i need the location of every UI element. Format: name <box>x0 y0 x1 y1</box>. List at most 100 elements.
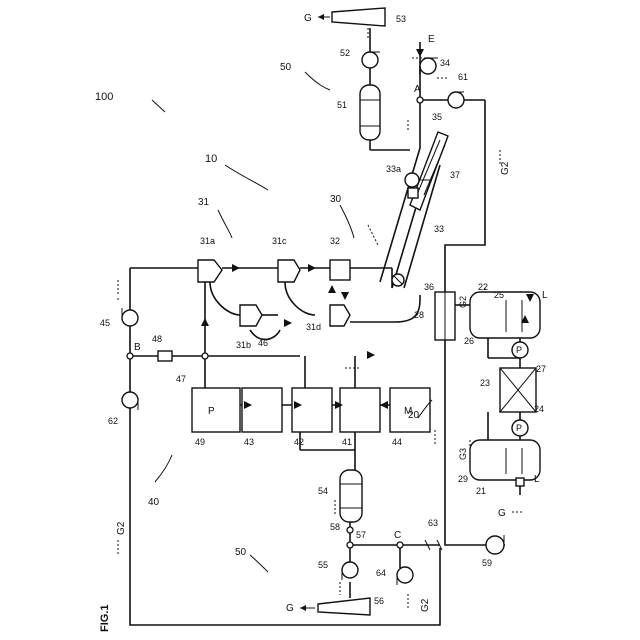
label-44: 44 <box>392 437 402 447</box>
liquid-label-2: L <box>534 474 540 485</box>
label-24: 24 <box>534 404 544 414</box>
exchanger-23 <box>500 368 536 412</box>
unit-32 <box>330 260 350 280</box>
label-28: 28 <box>414 310 424 320</box>
blower-45 <box>122 308 138 326</box>
pump-label-p2: P <box>516 423 522 433</box>
label-37: 37 <box>450 170 460 180</box>
label-27: 27 <box>536 364 546 374</box>
label-43: 43 <box>244 437 254 447</box>
label-100: 100 <box>95 91 113 103</box>
tower-51 <box>360 85 380 140</box>
label-54: 54 <box>318 486 328 496</box>
label-47: 47 <box>176 374 186 384</box>
blower-62 <box>122 392 138 410</box>
compressor-31c <box>278 260 300 282</box>
liquid-label-1: L <box>542 290 548 301</box>
box-41 <box>340 388 380 432</box>
valve-33a <box>405 173 419 198</box>
flow-arrows <box>201 49 424 359</box>
label-51: 51 <box>337 100 347 110</box>
label-42: 42 <box>294 437 304 447</box>
label-45: 45 <box>100 318 110 328</box>
label-62: 62 <box>108 416 118 426</box>
node-b <box>127 353 133 359</box>
gas-label-g-bottom: G <box>286 603 294 614</box>
box-label-p: P <box>208 406 215 417</box>
label-30: 30 <box>330 194 342 205</box>
tank-21 <box>470 440 540 486</box>
label-63: 63 <box>428 518 438 528</box>
label-64: 64 <box>376 568 386 578</box>
label-23: 23 <box>480 378 490 388</box>
label-50-top: 50 <box>280 62 292 73</box>
label-59: 59 <box>482 558 492 568</box>
label-31c: 31c <box>272 236 287 246</box>
box-43 <box>242 388 282 432</box>
label-46: 46 <box>258 338 268 348</box>
node-label-b: B <box>134 342 141 353</box>
blower-55 <box>342 562 358 580</box>
gas-label-g-right: G <box>498 508 506 519</box>
blower-64 <box>397 567 413 585</box>
g3-label-tank: G3 <box>458 448 468 460</box>
blower-52 <box>362 52 380 68</box>
label-56: 56 <box>374 596 384 606</box>
junction-47 <box>202 353 208 359</box>
junction-58 <box>347 527 353 533</box>
g2-label-right: G2 <box>500 161 511 175</box>
node-c <box>397 542 403 548</box>
g2-label-tank: G2 <box>458 296 468 308</box>
label-29: 29 <box>458 474 468 484</box>
label-36: 36 <box>424 282 434 292</box>
label-41: 41 <box>342 437 352 447</box>
stack-56 <box>300 598 370 615</box>
label-55: 55 <box>318 560 328 570</box>
stack-53 <box>318 8 385 26</box>
box-label-m: M <box>404 406 412 417</box>
blower-59 <box>486 535 504 554</box>
label-26: 26 <box>464 336 474 346</box>
label-21: 21 <box>476 486 486 496</box>
label-31d: 31d <box>306 322 321 332</box>
label-32: 32 <box>330 236 340 246</box>
label-31: 31 <box>198 197 210 208</box>
label-33: 33 <box>434 224 444 234</box>
label-57: 57 <box>356 530 366 540</box>
label-50-bottom: 50 <box>235 547 247 558</box>
label-22: 22 <box>478 282 488 292</box>
tank-22 <box>470 292 540 338</box>
label-31b: 31b <box>236 340 251 350</box>
filter-48 <box>158 351 172 361</box>
label-61: 61 <box>458 72 468 82</box>
g2-label-bottom: G2 <box>420 598 431 612</box>
g2-label-left: G2 <box>116 521 127 535</box>
compressor-31b <box>240 305 262 326</box>
label-52: 52 <box>340 48 350 58</box>
compressor-31a <box>198 260 222 282</box>
label-58: 58 <box>330 522 340 532</box>
gas-label-g-top: G <box>304 13 312 24</box>
label-31a: 31a <box>200 236 215 246</box>
compressor-31d <box>330 305 350 326</box>
junction-57 <box>347 542 353 548</box>
label-25: 25 <box>494 290 504 300</box>
label-53: 53 <box>396 14 406 24</box>
label-33a: 33a <box>386 164 401 174</box>
node-a <box>417 97 423 103</box>
joint-36 <box>392 274 404 286</box>
label-34: 34 <box>440 58 450 68</box>
figure-caption: FIG.1 <box>99 604 111 632</box>
node-label-a: A <box>414 84 421 95</box>
label-40: 40 <box>148 497 160 508</box>
node-label-c: C <box>394 530 401 541</box>
blower-34 <box>420 58 438 74</box>
pipe-network <box>130 28 520 625</box>
label-35: 35 <box>432 112 442 122</box>
blower-61 <box>448 92 464 108</box>
label-48: 48 <box>152 334 162 344</box>
label-10: 10 <box>205 153 217 165</box>
tower-54 <box>340 470 362 522</box>
pump-label-p1: P <box>516 345 522 355</box>
